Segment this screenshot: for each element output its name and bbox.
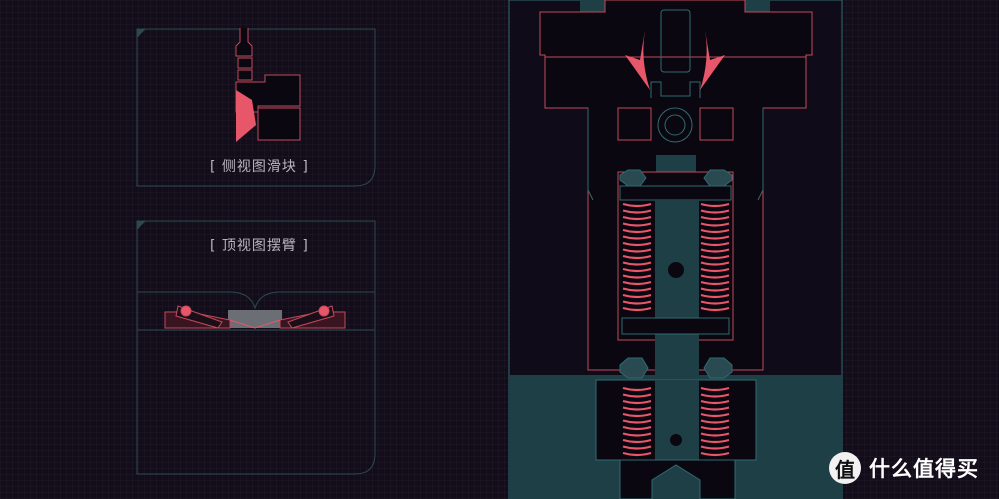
spring-coil xyxy=(622,261,652,266)
spring-coil xyxy=(622,425,652,431)
spring-coil xyxy=(700,228,730,234)
spring-coil xyxy=(622,432,652,437)
spring-coil xyxy=(622,254,652,260)
spring-coil xyxy=(700,254,730,260)
spring-coil xyxy=(622,215,652,221)
spring-coil xyxy=(700,261,730,266)
spring-coil xyxy=(622,274,652,279)
spring-coil xyxy=(622,438,652,444)
top-view-panel xyxy=(136,220,376,475)
watermark: 值 什么值得买 xyxy=(829,452,979,484)
spring-coil xyxy=(700,300,730,305)
spring-coil xyxy=(622,228,652,234)
spring-coil xyxy=(622,419,652,424)
spring-coil xyxy=(622,393,652,398)
spring-coil xyxy=(700,287,730,292)
spring-coil xyxy=(700,445,730,450)
spring-coil xyxy=(622,386,652,392)
spring-coil xyxy=(622,300,652,305)
spring-coil xyxy=(622,406,652,411)
spring-coil xyxy=(622,445,652,450)
side-view-label: [ 侧视图滑块 ] xyxy=(210,159,309,175)
spring-coil xyxy=(700,241,730,247)
spring-coil xyxy=(700,248,730,253)
spring-coil xyxy=(622,412,652,418)
spring-coil xyxy=(700,235,730,240)
spring-coil xyxy=(700,209,730,214)
side-view-panel xyxy=(136,28,376,187)
spring-coil xyxy=(700,222,730,227)
spring-coil xyxy=(700,419,730,424)
spring-coil xyxy=(700,425,730,431)
spring-coil xyxy=(700,274,730,279)
spring-coil xyxy=(700,399,730,405)
spring-coil xyxy=(622,293,652,299)
spring-coil xyxy=(622,267,652,273)
spring-coil xyxy=(622,202,652,208)
spring-coil xyxy=(700,215,730,221)
spring-coil xyxy=(622,222,652,227)
spring-coil xyxy=(700,293,730,299)
spring-coil xyxy=(622,209,652,214)
side-view-slider xyxy=(235,28,301,142)
top-view-label: [ 顶视图摆臂 ] xyxy=(210,238,309,254)
spring-coil xyxy=(622,241,652,247)
spring-coil xyxy=(622,280,652,286)
spring-coil xyxy=(622,399,652,405)
spring-coil xyxy=(622,235,652,240)
spring-coil xyxy=(622,306,652,312)
spring-coil xyxy=(700,280,730,286)
watermark-text: 什么值得买 xyxy=(869,457,979,481)
spring-coil xyxy=(700,202,730,208)
spring-coil xyxy=(700,393,730,398)
springs xyxy=(622,202,730,457)
spring-coil xyxy=(700,386,730,392)
spring-coil xyxy=(700,306,730,312)
spring-coil xyxy=(700,412,730,418)
spring-coil xyxy=(622,287,652,292)
spring-coil xyxy=(700,267,730,273)
spring-coil xyxy=(622,451,652,457)
spring-coil xyxy=(700,438,730,444)
spring-coil xyxy=(700,451,730,457)
main-cross-section xyxy=(508,0,843,499)
top-view-swing-arm xyxy=(164,305,346,329)
spring-coil xyxy=(622,248,652,253)
spring-coil xyxy=(700,406,730,411)
spring-coil xyxy=(700,432,730,437)
watermark-logo-icon: 值 xyxy=(829,452,861,484)
